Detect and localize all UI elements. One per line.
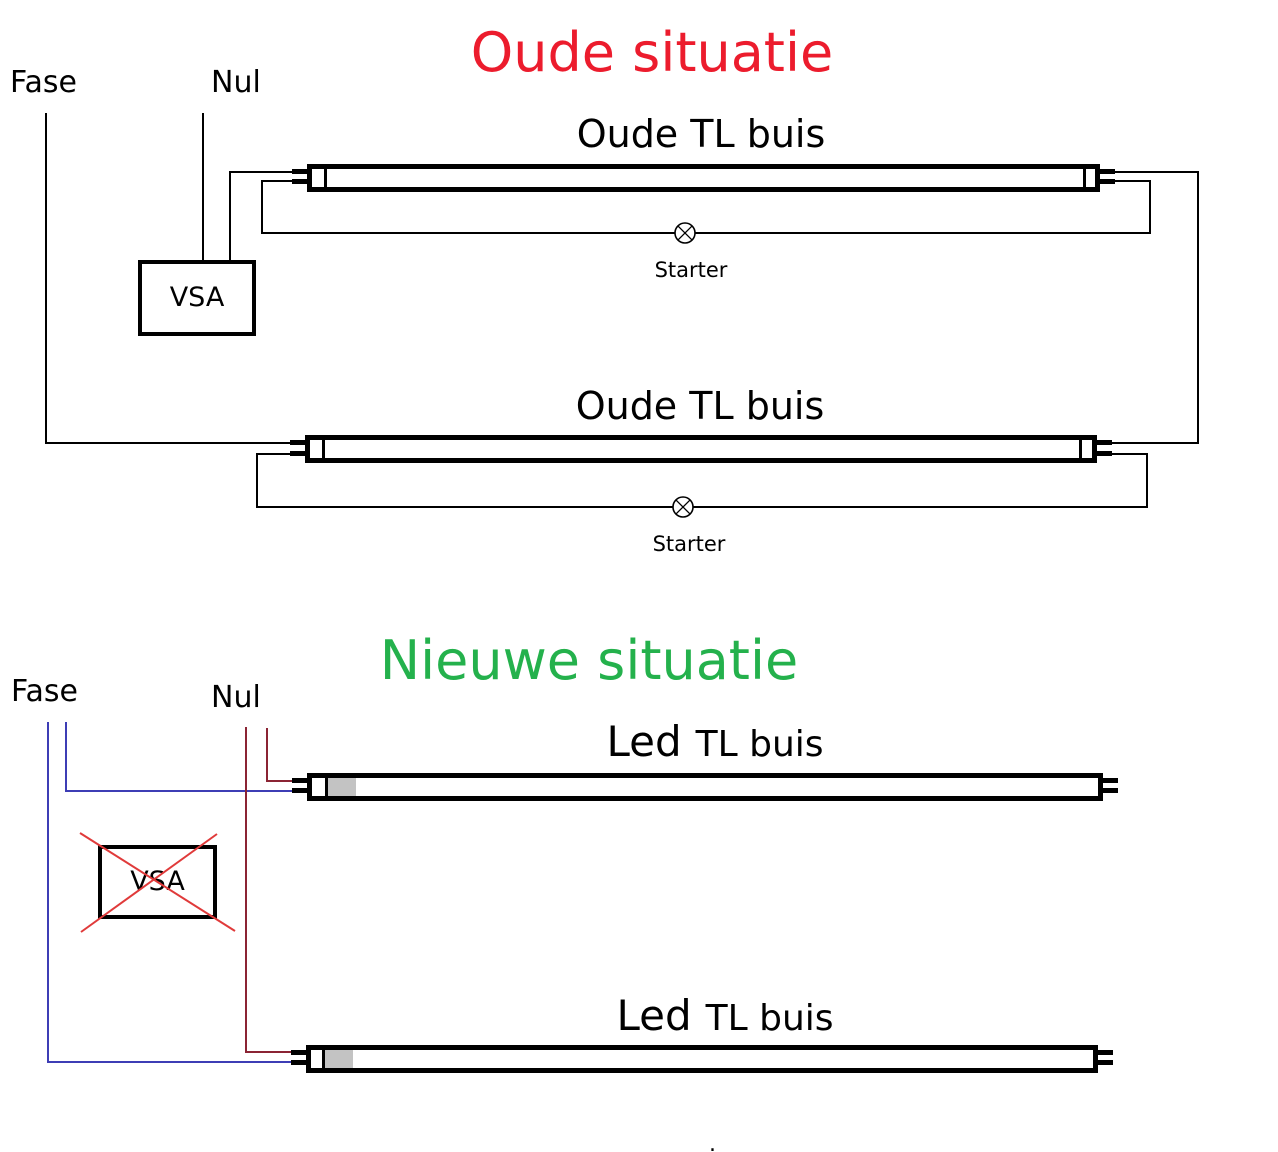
led-tube2-title-prefix: Led [616, 991, 692, 1040]
old-situation-title: Oude situatie [470, 21, 834, 84]
new-nul-label: Nul [211, 680, 261, 715]
starter1-loop-bottom [261, 232, 1151, 234]
nul-branch-vertical [266, 728, 268, 782]
starter1-loop-left-vertical [261, 180, 263, 234]
tube-endcap-left [325, 778, 328, 796]
vsa-label: VSA [169, 282, 225, 314]
tube-endcap-right [1083, 169, 1086, 187]
fase-wire-to-tube2 [45, 442, 292, 444]
tube-endcap-left [322, 1050, 325, 1068]
old-tube2-pin-left-bottom [290, 451, 305, 456]
old-tl-tube-1 [307, 164, 1100, 192]
led-tube2-pin-right-top [1098, 1050, 1113, 1055]
old-tube2-pin-right-top [1097, 440, 1112, 445]
led-tube2-title: Led TL buis [616, 991, 834, 1040]
led-tube2-pin-left-top [291, 1050, 306, 1055]
old-tube1-pin-right-top [1100, 169, 1115, 174]
old-tube1-pin-left-bottom [292, 179, 307, 184]
old-fase-label: Fase [10, 65, 77, 100]
starter2-loop-right-horizontal [1111, 453, 1148, 455]
starter1-loop-left-horizontal [261, 180, 293, 182]
tube-endcap-right [1079, 440, 1082, 458]
starter2-loop-right-vertical [1146, 453, 1148, 508]
led-driver-block [328, 778, 356, 796]
tube1-to-tube2-link-bottom [1111, 442, 1199, 444]
tube1-to-tube2-link-vertical [1197, 171, 1199, 444]
old-tube1-title: Oude TL buis [576, 112, 826, 156]
starter1-loop-right-horizontal [1114, 180, 1151, 182]
new-fase-label: Fase [11, 674, 78, 709]
starter2-loop-bottom [256, 506, 1148, 508]
nul-wire-main-vertical [245, 727, 247, 1053]
stray-dot: . [709, 1132, 716, 1152]
led-driver-block [325, 1050, 353, 1068]
vsa-ballast-box: VSA [138, 260, 256, 336]
led-tube2-pin-right-bottom [1098, 1060, 1113, 1065]
tube-endcap-left [322, 440, 325, 458]
led-tube1-title: Led TL buis [606, 717, 824, 766]
led-tube1-pin-left-top [292, 778, 307, 783]
nul-branch-to-led1 [266, 780, 297, 782]
old-tube2-title: Oude TL buis [575, 384, 825, 428]
fase-branch-to-led1 [65, 790, 297, 792]
old-tube2-pin-left-top [290, 440, 305, 445]
starter1-label: Starter [654, 258, 728, 282]
old-tube1-pin-right-bottom [1100, 179, 1115, 184]
tube1-to-tube2-link-top [1114, 171, 1199, 173]
fase-wire-to-led2 [47, 1061, 294, 1063]
nul-wire-to-led2 [245, 1051, 294, 1053]
old-tube1-pin-left-top [292, 169, 307, 174]
led-tube1-title-prefix: Led [606, 717, 682, 766]
led-tl-tube-2 [306, 1045, 1098, 1073]
fase-branch-vertical [65, 722, 67, 792]
tube-endcap-left [324, 169, 327, 187]
old-tube2-pin-right-bottom [1097, 451, 1112, 456]
led-tube2-title-suffix: TL buis [705, 998, 834, 1039]
led-tube1-pin-right-bottom [1103, 788, 1118, 793]
new-situation-title: Nieuwe situatie [379, 629, 799, 692]
vsa-cross-icon [79, 832, 236, 933]
led-tube1-pin-right-top [1103, 778, 1118, 783]
starter1-loop-right-vertical [1149, 180, 1151, 234]
starter2-symbol-icon [672, 496, 694, 518]
nul-wire-to-vsa [202, 113, 204, 260]
starter1-symbol-icon [674, 222, 696, 244]
fase-wire-vertical [45, 113, 47, 444]
old-nul-label: Nul [211, 65, 261, 100]
old-tl-tube-2 [305, 435, 1097, 463]
starter2-loop-left-horizontal [256, 453, 292, 455]
led-tl-tube-1 [307, 773, 1103, 801]
vsa-to-tube1-wire-horizontal [229, 171, 293, 173]
led-tube1-pin-left-bottom [292, 788, 307, 793]
led-tube2-pin-left-bottom [291, 1060, 306, 1065]
vsa-to-tube1-wire-vertical [229, 172, 231, 260]
starter2-loop-left-vertical [256, 453, 258, 508]
led-tube1-title-suffix: TL buis [695, 724, 824, 765]
starter2-label: Starter [652, 532, 726, 556]
fase-wire-main-vertical [47, 722, 49, 1063]
